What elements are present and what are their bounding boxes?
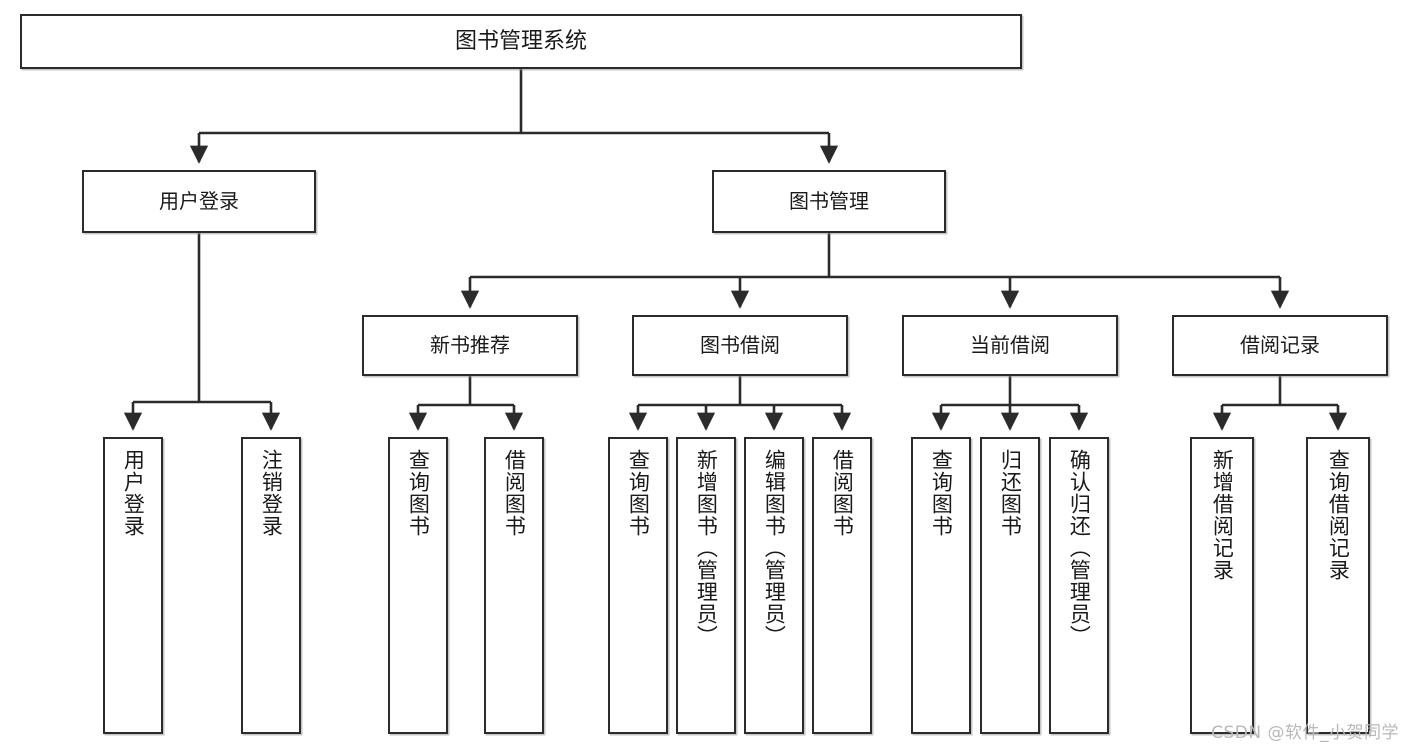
- leaf-user-login-login[interactable]: 用户登录: [103, 437, 163, 734]
- node-label: 用户登录: [159, 188, 239, 213]
- node-label: 查询借阅记录: [1326, 449, 1351, 581]
- leaf-record-query-record[interactable]: 查询借阅记录: [1306, 437, 1370, 734]
- node-current-borrow[interactable]: 当前借阅: [902, 315, 1118, 376]
- node-label: 新增借阅记录: [1210, 449, 1235, 581]
- node-label: 借阅记录: [1240, 332, 1320, 357]
- node-borrow-record[interactable]: 借阅记录: [1172, 315, 1388, 376]
- node-label: 新增图书（管理员）: [694, 449, 719, 647]
- leaf-recommend-query-book[interactable]: 查询图书: [388, 437, 448, 734]
- leaf-recommend-borrow-book[interactable]: 借阅图书: [484, 437, 544, 734]
- node-label: 确认归还（管理员）: [1067, 449, 1092, 647]
- node-label: 编辑图书（管理员）: [762, 449, 787, 647]
- node-label: 借阅图书: [502, 449, 527, 537]
- leaf-record-add-record[interactable]: 新增借阅记录: [1190, 437, 1254, 734]
- node-label: 图书管理: [789, 188, 869, 213]
- node-new-book-recommend[interactable]: 新书推荐: [362, 315, 578, 376]
- node-user-login[interactable]: 用户登录: [82, 170, 316, 233]
- node-label: 查询图书: [626, 449, 651, 537]
- node-label: 用户登录: [121, 449, 146, 537]
- node-book-borrow[interactable]: 图书借阅: [632, 315, 848, 376]
- node-label: 当前借阅: [970, 332, 1050, 357]
- node-label: 查询图书: [929, 449, 954, 537]
- leaf-current-return-book[interactable]: 归还图书: [980, 437, 1040, 734]
- leaf-current-query-book[interactable]: 查询图书: [911, 437, 971, 734]
- node-label: 查询图书: [406, 449, 431, 537]
- csdn-watermark: CSDN @软件_小贺同学: [1211, 723, 1399, 743]
- node-book-management[interactable]: 图书管理: [712, 170, 946, 233]
- node-label: 图书管理系统: [454, 28, 587, 54]
- leaf-borrow-query-book[interactable]: 查询图书: [608, 437, 668, 734]
- leaf-borrow-borrow-book[interactable]: 借阅图书: [812, 437, 872, 734]
- leaf-borrow-edit-book-admin[interactable]: 编辑图书（管理员）: [744, 437, 804, 734]
- node-label: 借阅图书: [830, 449, 855, 537]
- node-label: 归还图书: [998, 449, 1023, 537]
- leaf-current-confirm-return-admin[interactable]: 确认归还（管理员）: [1049, 437, 1109, 734]
- leaf-user-login-logout[interactable]: 注销登录: [241, 437, 301, 734]
- node-label: 注销登录: [259, 449, 284, 537]
- node-label: 新书推荐: [430, 332, 510, 357]
- leaf-borrow-add-book-admin[interactable]: 新增图书（管理员）: [676, 437, 736, 734]
- node-root-system[interactable]: 图书管理系统: [20, 14, 1022, 69]
- node-label: 图书借阅: [700, 332, 780, 357]
